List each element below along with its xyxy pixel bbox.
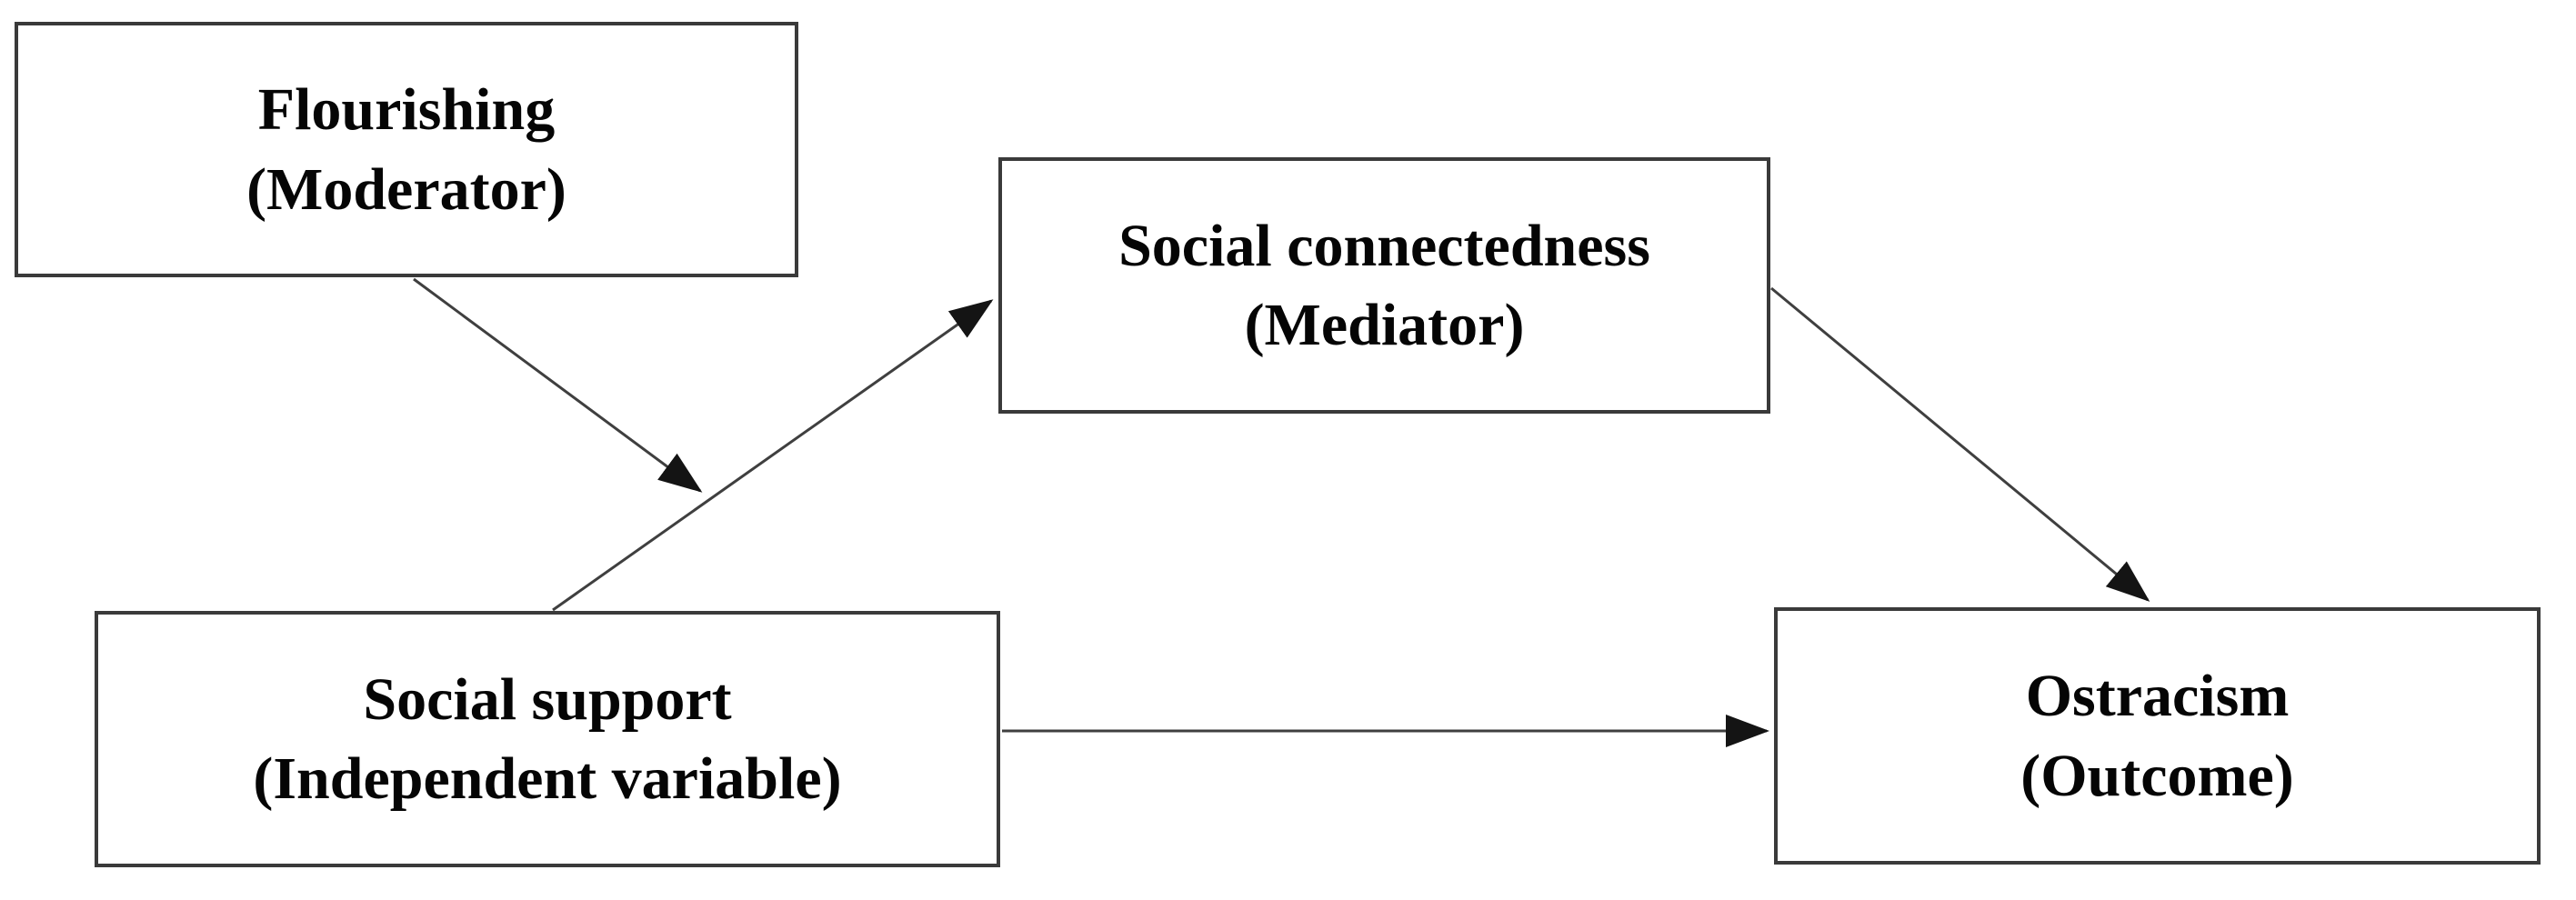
node-social-support: Social support (Independent variable) bbox=[95, 611, 1000, 867]
arrow-flourishing-moderation bbox=[413, 277, 703, 493]
node-label: Social support bbox=[363, 665, 732, 733]
arrow-support-to-connectedness bbox=[552, 299, 994, 612]
node-flourishing: Flourishing (Moderator) bbox=[15, 22, 798, 277]
node-label: Flourishing bbox=[257, 76, 556, 144]
node-social-connectedness: Social connectedness (Mediator) bbox=[998, 157, 1770, 414]
arrow-connectedness-to-ostracism bbox=[1770, 286, 2150, 602]
node-label: Ostracism bbox=[2025, 663, 2290, 730]
node-role: (Outcome) bbox=[2020, 742, 2294, 809]
node-ostracism: Ostracism (Outcome) bbox=[1774, 607, 2541, 865]
node-label: Social connectedness bbox=[1118, 212, 1650, 279]
node-role: (Mediator) bbox=[1244, 292, 1525, 358]
node-role: (Independent variable) bbox=[253, 745, 842, 812]
node-role: (Moderator) bbox=[246, 155, 566, 223]
